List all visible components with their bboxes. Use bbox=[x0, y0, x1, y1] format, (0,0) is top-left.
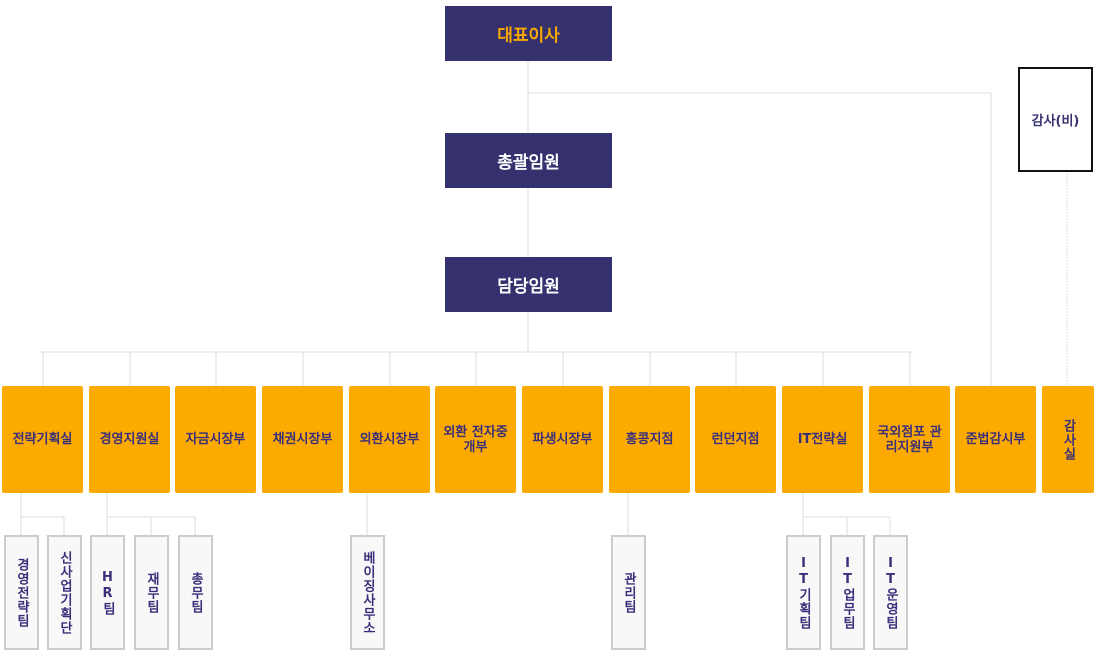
general-executive-box: 총괄임원 bbox=[445, 133, 612, 188]
team-label: HR팀 bbox=[100, 569, 115, 616]
team-box: 총무팀 bbox=[178, 535, 213, 650]
department-label: 홍콩지점 bbox=[625, 432, 674, 447]
team-label: IT운영팀 bbox=[883, 555, 898, 630]
executive-in-charge-label: 담당임원 bbox=[497, 277, 560, 297]
department-label: 감사실 bbox=[1060, 418, 1076, 461]
team-box: IT운영팀 bbox=[873, 535, 908, 650]
team-box: 베이징사무소 bbox=[350, 535, 385, 650]
team-box: 관리팀 bbox=[611, 535, 646, 650]
department-box: 전략기획실 bbox=[2, 386, 83, 493]
department-box: 국외점포 관리지원부 bbox=[869, 386, 950, 493]
department-label: 경영지원실 bbox=[99, 432, 160, 447]
department-box: 파생시장부 bbox=[522, 386, 603, 493]
team-label: IT기획팀 bbox=[796, 555, 811, 630]
team-box: IT업무팀 bbox=[830, 535, 865, 650]
team-box: HR팀 bbox=[90, 535, 125, 650]
team-label: 신사업기획단 bbox=[57, 550, 72, 635]
team-label: 관리팀 bbox=[621, 571, 636, 614]
team-label: IT업무팀 bbox=[840, 555, 855, 630]
ceo-label: 대표이사 bbox=[497, 26, 560, 46]
department-box: 감사실 bbox=[1042, 386, 1094, 493]
team-box: 경영전략팀 bbox=[4, 535, 39, 650]
department-box: 경영지원실 bbox=[89, 386, 170, 493]
department-label: 자금시장부 bbox=[185, 432, 246, 447]
department-box: 자금시장부 bbox=[175, 386, 256, 493]
department-box: 홍콩지점 bbox=[609, 386, 690, 493]
team-box: IT기획팀 bbox=[786, 535, 821, 650]
executive-in-charge-box: 담당임원 bbox=[445, 257, 612, 312]
team-label: 경영전략팀 bbox=[14, 557, 29, 628]
department-box: 채권시장부 bbox=[262, 386, 343, 493]
auditor-box: 감사(비) bbox=[1018, 67, 1093, 172]
department-label: IT전략실 bbox=[797, 432, 848, 447]
team-label: 재무팀 bbox=[144, 571, 159, 614]
auditor-label: 감사(비) bbox=[1031, 114, 1080, 129]
department-label: 국외점포 관리지원부 bbox=[877, 424, 942, 455]
department-label: 파생시장부 bbox=[532, 432, 593, 447]
department-label: 외환 전자중개부 bbox=[443, 424, 508, 455]
department-box: 외환 전자중개부 bbox=[435, 386, 516, 493]
team-box: 재무팀 bbox=[134, 535, 169, 650]
department-label: 전략기획실 bbox=[12, 432, 73, 447]
team-label: 총무팀 bbox=[188, 571, 203, 614]
department-box: 준법감시부 bbox=[955, 386, 1036, 493]
general-executive-label: 총괄임원 bbox=[497, 153, 560, 173]
ceo-box: 대표이사 bbox=[445, 6, 612, 61]
department-box: IT전략실 bbox=[782, 386, 863, 493]
department-label: 런던지점 bbox=[711, 432, 760, 447]
department-label: 채권시장부 bbox=[272, 432, 333, 447]
team-box: 신사업기획단 bbox=[47, 535, 82, 650]
department-box: 외환시장부 bbox=[349, 386, 430, 493]
department-label: 준법감시부 bbox=[965, 432, 1026, 447]
department-box: 런던지점 bbox=[695, 386, 776, 493]
department-label: 외환시장부 bbox=[359, 432, 420, 447]
team-label: 베이징사무소 bbox=[360, 550, 375, 635]
